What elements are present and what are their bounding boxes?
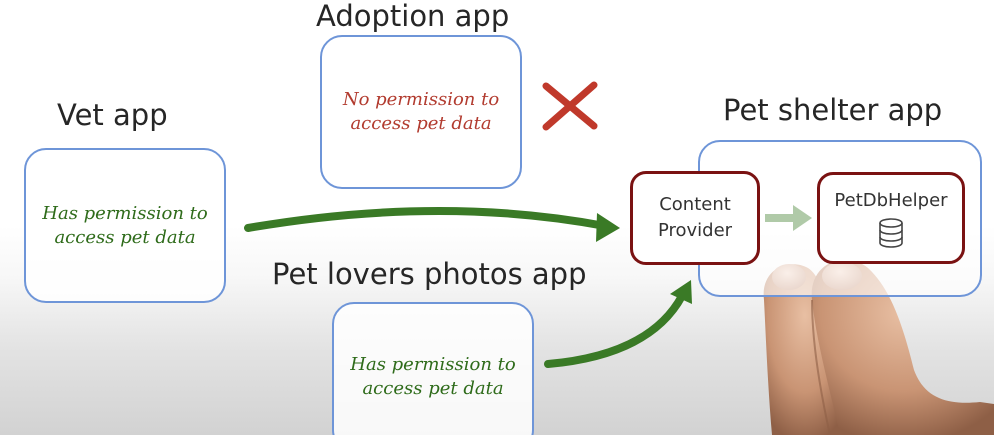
adoption-app-box: No permission to access pet data — [320, 35, 522, 189]
photos-app-title: Pet lovers photos app — [272, 257, 587, 291]
photos-app-box: Has permission to access pet data — [332, 302, 534, 435]
content-provider-box: Content Provider — [630, 171, 760, 265]
arrow-head-vet — [596, 213, 620, 242]
pet-db-helper-label: PetDbHelper — [834, 190, 948, 211]
adoption-app-permission-note: No permission to access pet data — [342, 89, 500, 134]
pet-shelter-app-title: Pet shelter app — [723, 93, 943, 127]
x-mark-icon — [542, 81, 598, 131]
adoption-app-title: Adoption app — [316, 0, 510, 33]
vet-app-title: Vet app — [57, 98, 168, 132]
database-icon — [879, 218, 903, 248]
arrow-vet-to-provider — [244, 206, 609, 232]
content-provider-label-line1: Content — [659, 194, 731, 215]
vet-app-permission-note: Has permission to access pet data — [42, 202, 208, 248]
pet-db-helper-box: PetDbHelper — [817, 172, 965, 264]
content-provider-label-line2: Provider — [657, 220, 733, 241]
arrow-photos-to-provider — [544, 292, 686, 368]
vet-app-box: Has permission to access pet data — [24, 148, 226, 303]
arrow-head-photos — [670, 280, 692, 304]
photos-app-permission-note: Has permission to access pet data — [350, 354, 516, 399]
